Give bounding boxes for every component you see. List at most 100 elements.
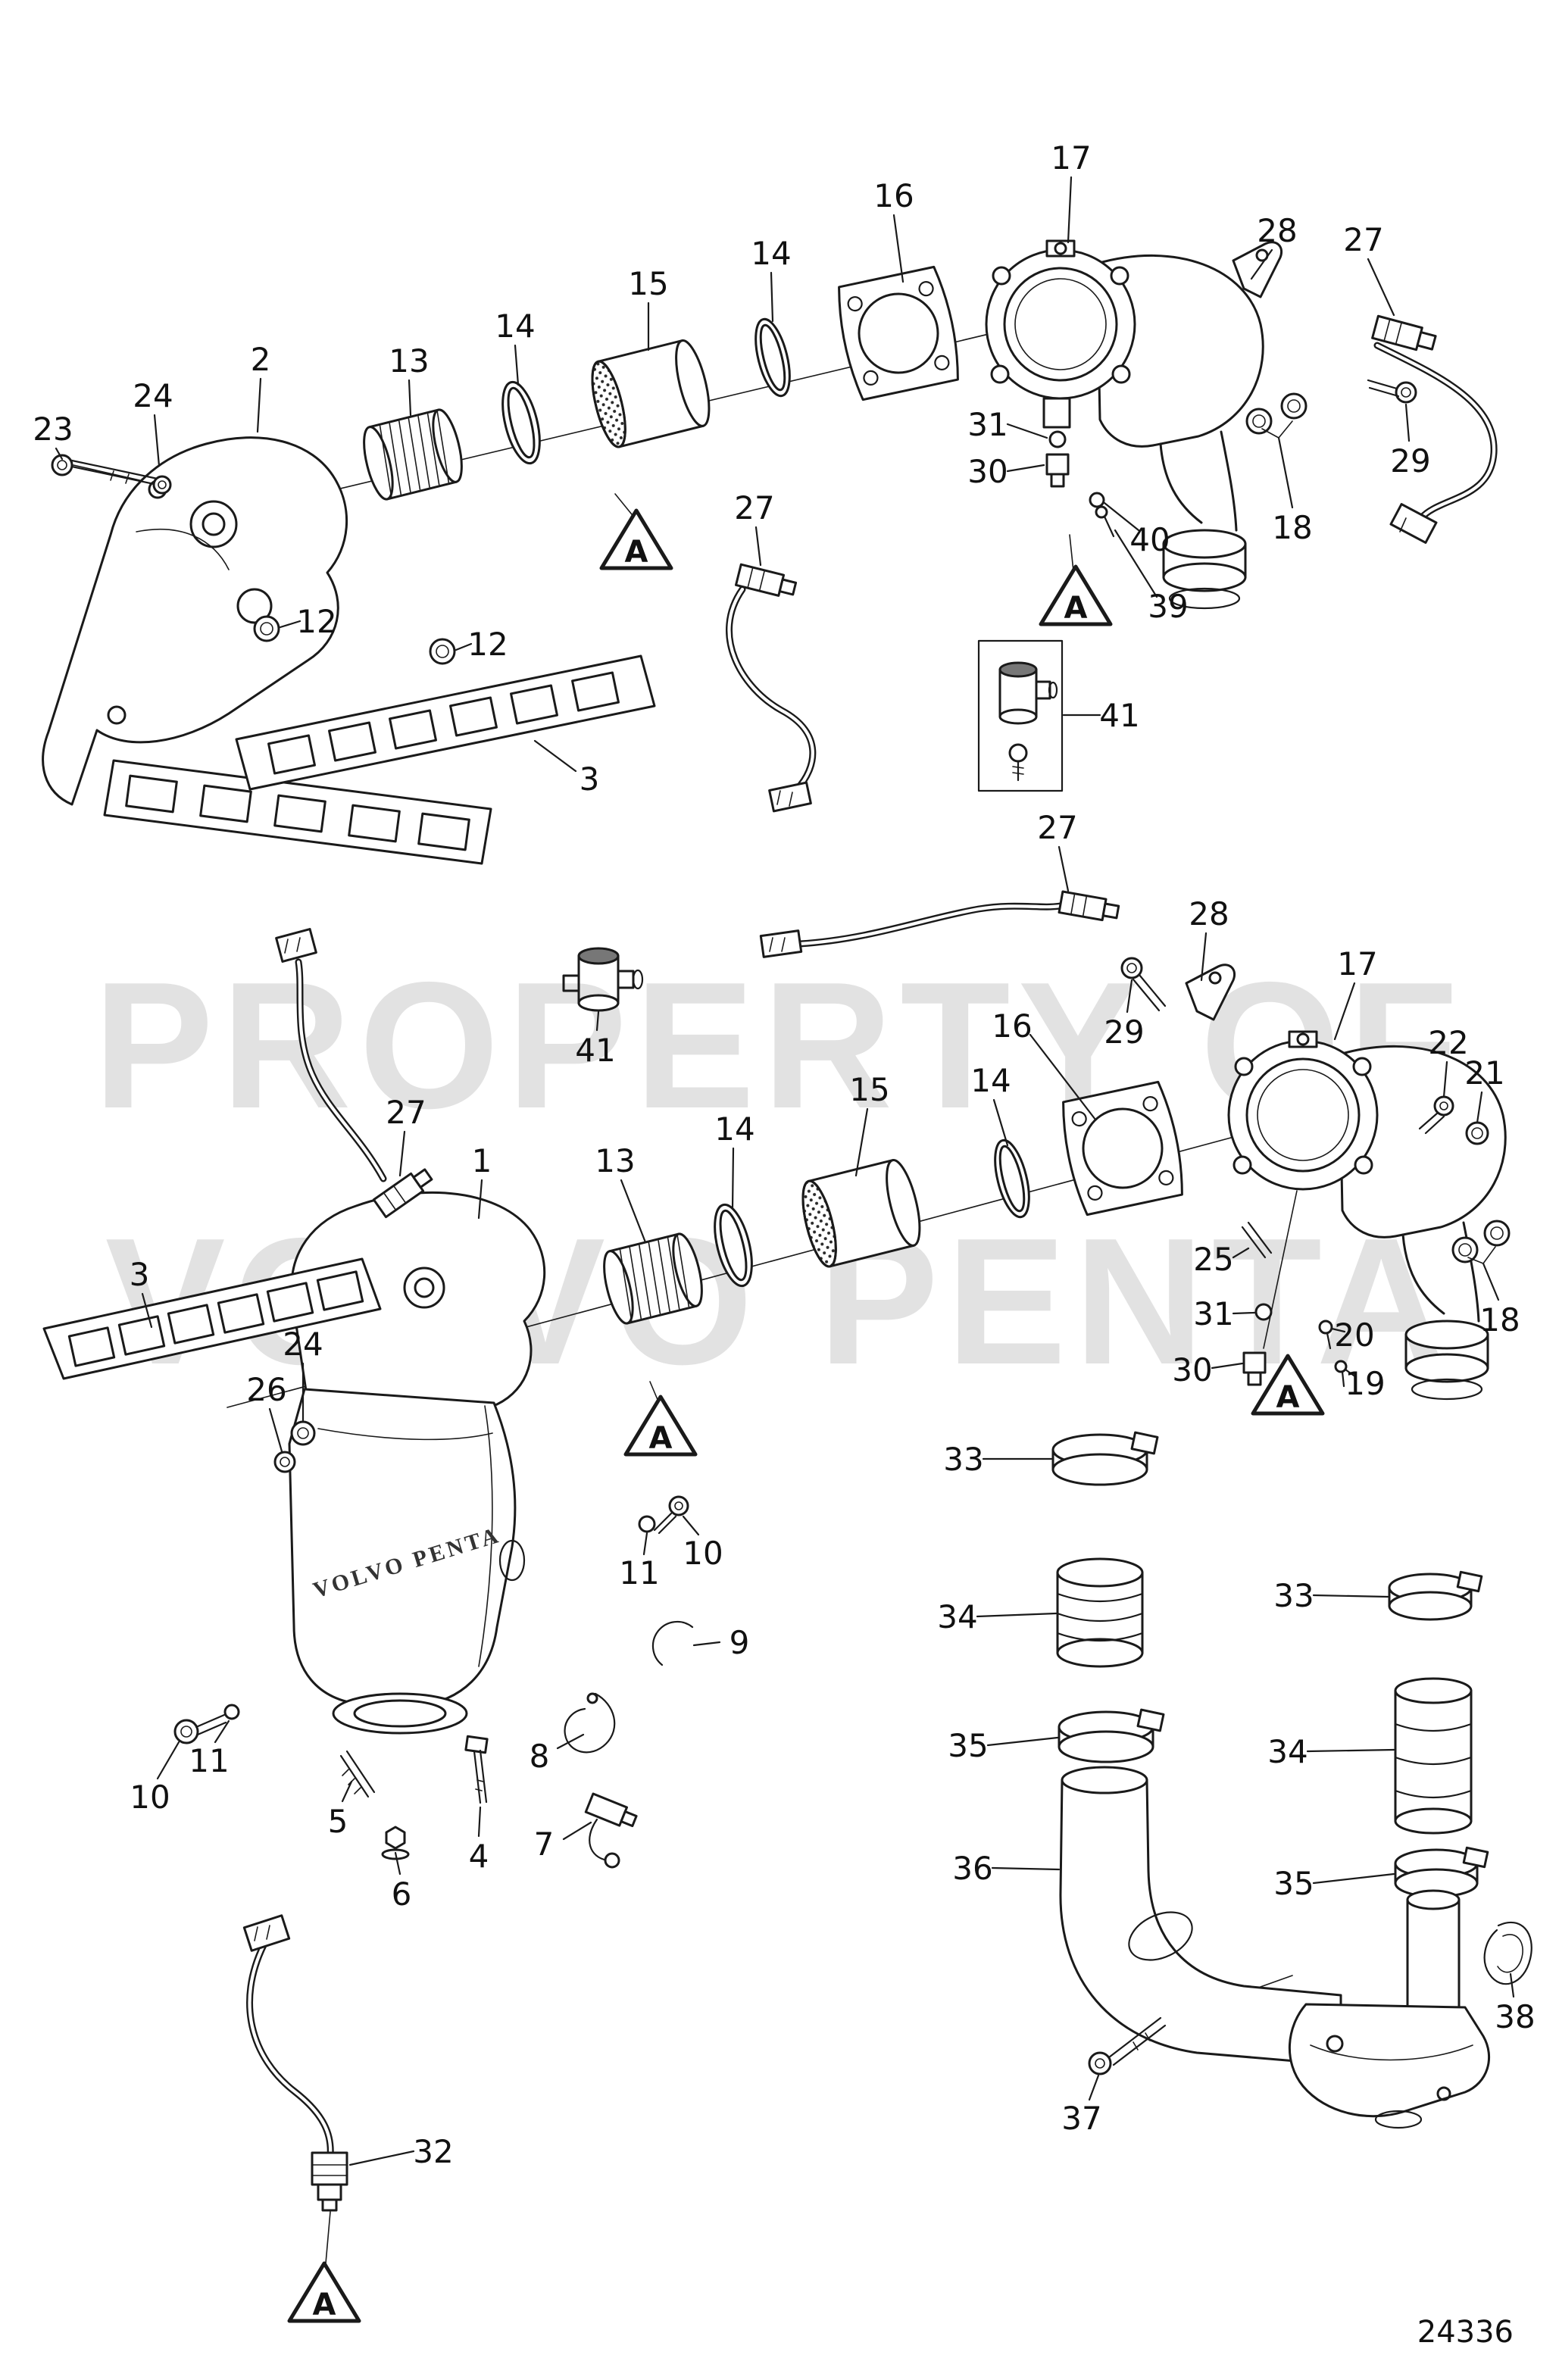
callout-leader-line — [1126, 979, 1133, 1014]
callout-label-10: 10 — [683, 1535, 723, 1572]
callout-leader-line — [992, 1098, 1009, 1147]
hook-clamp-38 — [1483, 1921, 1532, 1985]
callout-leader-line — [986, 1736, 1059, 1747]
callout-leader-line — [153, 414, 161, 467]
callout-leader-line — [1232, 1247, 1250, 1259]
callout-leader-line — [1029, 1033, 1097, 1121]
o-ring-14-upper-left — [501, 380, 541, 465]
callout-leader-line — [141, 1292, 153, 1329]
detail-box-41 — [977, 639, 1064, 792]
callout-leader-line — [1312, 1594, 1389, 1598]
callout-label-3: 3 — [580, 761, 600, 798]
callout-label-1: 1 — [472, 1142, 492, 1179]
upper-exhaust-manifold — [42, 436, 492, 865]
callout-leader-line — [1058, 845, 1070, 892]
callout-label-25: 25 — [1193, 1241, 1233, 1278]
sleeve-15-upper — [591, 339, 711, 448]
callout-leader-line — [477, 1806, 482, 1838]
callout-leader-line — [755, 526, 762, 567]
callout-leader-line — [55, 447, 64, 461]
callout-leader-line — [1250, 248, 1273, 280]
mounting-bolt-23 — [51, 454, 159, 486]
callout-leader-line — [408, 379, 412, 417]
detail-triangle-label: A — [313, 2288, 336, 2322]
callout-label-18: 18 — [1272, 509, 1312, 546]
bolt-29-upper — [1367, 379, 1417, 404]
upper-manifold-gasket — [235, 654, 656, 791]
callout-label-36: 36 — [952, 1850, 992, 1887]
callout-label-30: 30 — [1172, 1351, 1212, 1388]
callout-leader-line — [1211, 1362, 1244, 1370]
callout-label-21: 21 — [1464, 1054, 1504, 1092]
callout-label-31: 31 — [967, 406, 1008, 443]
exhaust-hose-34-right — [1394, 1677, 1473, 1835]
callout-leader-line — [268, 1407, 283, 1453]
exhaust-elbow-pipe-36 — [1059, 1766, 1342, 2066]
callout-leader-line — [620, 1179, 647, 1244]
callout-leader-line — [991, 1866, 1061, 1871]
callout-label-41: 41 — [1099, 697, 1139, 734]
detail-triangle-marker — [287, 2261, 361, 2323]
callout-label-29: 29 — [1390, 442, 1430, 479]
cap-nut-12 — [253, 615, 456, 665]
callout-label-38: 38 — [1495, 1998, 1535, 2035]
callout-label-13: 13 — [595, 1142, 635, 1179]
callout-label-14: 14 — [751, 235, 791, 272]
callout-leader-line — [398, 1130, 406, 1177]
callout-leader-line — [595, 1010, 600, 1032]
detail-triangle-marker — [599, 508, 673, 570]
callout-leader-line — [976, 1612, 1058, 1618]
callout-leader-line — [556, 1733, 585, 1750]
callout-leader-line — [682, 1515, 700, 1536]
callout-label-16: 16 — [992, 1007, 1032, 1045]
stud-5 — [339, 1750, 376, 1798]
detail-triangle-label: A — [1064, 591, 1088, 626]
callout-label-3: 3 — [130, 1256, 150, 1293]
detail-triangle-label: A — [625, 535, 648, 570]
plugs-18-middle — [1451, 1220, 1511, 1264]
callout-leader-line — [854, 1107, 869, 1177]
callout-leader-line — [1442, 1060, 1448, 1098]
hose-clamp-33-left — [1051, 1431, 1159, 1486]
relief-fitting-41-middle — [562, 947, 644, 1012]
bolt-29-middle — [1120, 957, 1167, 1012]
callout-leader-line — [477, 1179, 483, 1220]
callout-label-26: 26 — [246, 1371, 286, 1408]
callout-leader-line — [892, 214, 904, 283]
callout-label-27: 27 — [1343, 221, 1383, 258]
callout-leader-line — [341, 1780, 353, 1803]
callout-label-34: 34 — [1267, 1733, 1307, 1770]
callout-leader-line — [1482, 1262, 1500, 1301]
coil-seal-13-middle — [603, 1232, 703, 1325]
callout-leader-line — [214, 1719, 230, 1744]
bolt-37 — [1088, 2016, 1167, 2075]
oxygen-sensor-27-middle-left — [275, 928, 433, 1219]
callout-label-35: 35 — [948, 1727, 988, 1764]
callout-label-28: 28 — [1257, 212, 1297, 249]
callout-leader-line — [514, 344, 520, 386]
callout-label-8: 8 — [530, 1738, 550, 1775]
callout-label-19: 19 — [1345, 1365, 1385, 1402]
sleeve-15-middle — [801, 1159, 921, 1268]
callout-leader-line — [1114, 529, 1158, 598]
oxygen-sensor-32 — [242, 1914, 348, 2212]
callout-leader-line — [455, 642, 473, 651]
lower-manifold-gasket — [42, 1257, 382, 1380]
callout-label-33: 33 — [1273, 1577, 1314, 1614]
callout-leader-line — [1006, 423, 1048, 439]
callout-label-14: 14 — [495, 308, 535, 345]
callout-leader-line — [1330, 1327, 1346, 1333]
detail-triangle-label: A — [1276, 1380, 1300, 1415]
exhaust-riser-17-middle — [1227, 1030, 1507, 1401]
callout-label-17: 17 — [1337, 945, 1377, 982]
callout-label-16: 16 — [873, 177, 914, 214]
oxygen-sensor-27-upper-center — [726, 563, 817, 813]
detail-triangle-marker — [1251, 1354, 1325, 1416]
fitting-30-31-upper — [1045, 430, 1070, 488]
callout-leader-line — [770, 271, 774, 323]
callout-label-22: 22 — [1428, 1024, 1468, 1061]
callout-label-10: 10 — [130, 1779, 170, 1816]
callout-leader-line — [279, 620, 301, 629]
